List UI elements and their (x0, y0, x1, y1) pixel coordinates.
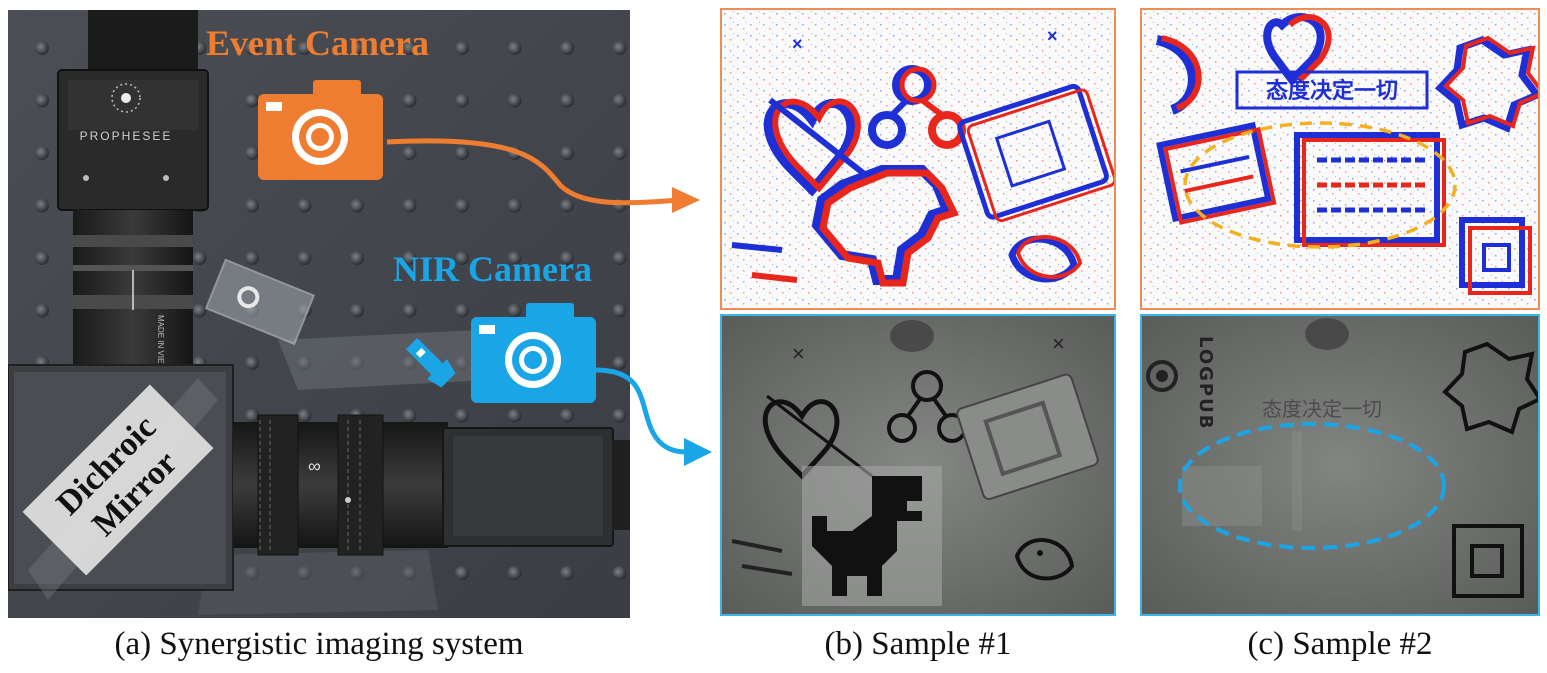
caption-c: (c) Sample #2 (1247, 626, 1433, 662)
sample2-nir-frame: LOGPUB 态度决定一切 (1140, 314, 1540, 616)
sample1-event-frame: × × (720, 8, 1116, 310)
svg-text:×: × (792, 34, 803, 54)
sample2-event-frame: 态度决定一切 (1140, 8, 1540, 310)
nir-camera-icon (471, 303, 596, 403)
nir-camera-label: NIR Camera (393, 249, 592, 289)
made-in-text: MADE IN VIETNAM (156, 315, 165, 386)
svg-text:×: × (792, 341, 805, 366)
chinese-text-nir: 态度决定一切 (1262, 397, 1382, 421)
svg-text:×: × (1052, 331, 1065, 356)
event-camera-label: Event Camera (206, 23, 429, 63)
sample1-nir-frame: × × (720, 314, 1116, 616)
flashlight-icon (405, 337, 456, 388)
nir-arrowhead (684, 438, 712, 466)
caption-a: (a) Synergistic imaging system (114, 626, 524, 662)
caption-b: (b) Sample #1 (824, 626, 1012, 662)
svg-text:×: × (1047, 26, 1058, 46)
nir-highlight-ellipse (1178, 422, 1446, 550)
event-camera-icon (258, 80, 383, 180)
chinese-text-event: 态度决定一切 (1266, 78, 1398, 104)
imaging-system-photo: PROPHESEE MADE IN VIETNAM ∞ Event (8, 10, 630, 618)
logpub-text: LOGPUB (1195, 336, 1216, 430)
event-arrowhead (672, 187, 700, 213)
prophesee-text: PROPHESEE (80, 129, 173, 143)
svg-text:∞: ∞ (308, 456, 321, 476)
event-highlight-ellipse (1183, 121, 1457, 249)
